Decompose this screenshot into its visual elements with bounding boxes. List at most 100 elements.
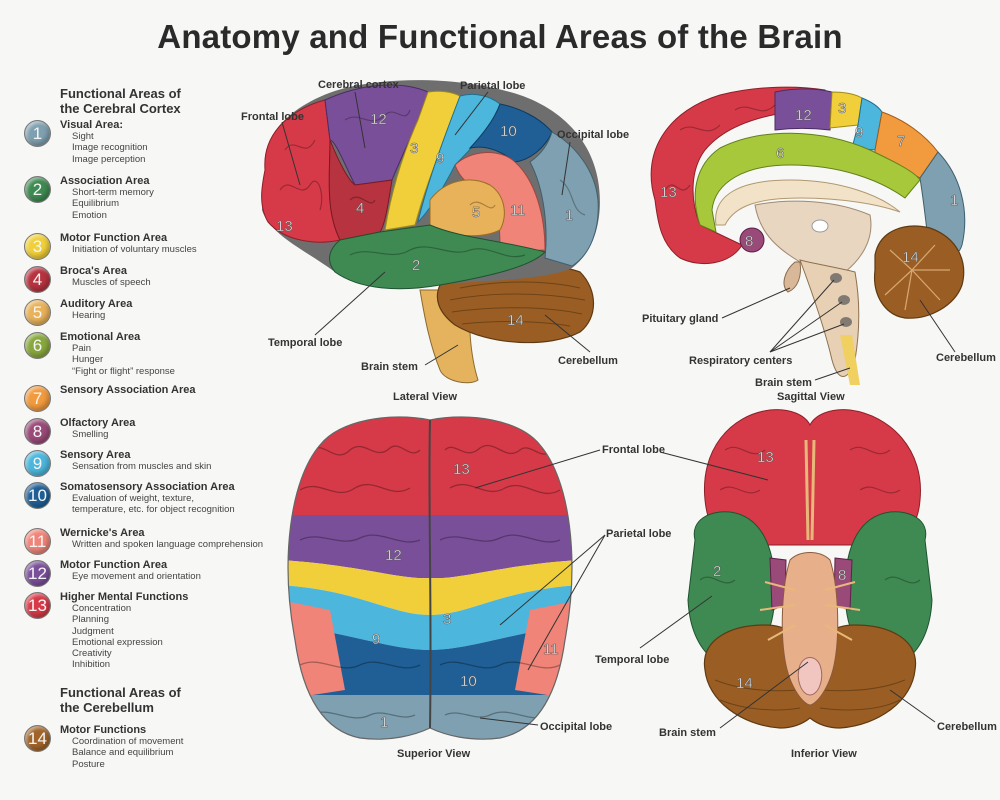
lateral-label-cerebellum: Cerebellum (558, 355, 618, 367)
sagittal-num-3: 3 (838, 100, 846, 117)
inferior-brain-stem (781, 552, 839, 706)
lateral-label-parietal-lobe: Parietal lobe (460, 80, 525, 92)
superior-num-3: 3 (443, 611, 451, 628)
cerebellum-legend-heading: Functional Areas of the Cerebellum (60, 685, 181, 715)
superior-label-frontal-lobe: Frontal lobe (602, 444, 665, 456)
legend-item-description: Sight (72, 131, 94, 142)
superior-num-10: 10 (460, 673, 477, 690)
lateral-num-4: 4 (356, 200, 364, 217)
legend-item-description: “Fight or flight” response (72, 365, 175, 377)
inferior-num-13: 13 (757, 449, 774, 466)
legend-item-description: Creativity (72, 648, 112, 660)
superior-view: 13 12 3 9 10 11 1 Frontal lobe Parietal … (287, 416, 671, 760)
legend-item-description: Concentration (72, 603, 132, 614)
sagittal-area-12 (774, 88, 833, 131)
sagittal-cerebellum (873, 225, 965, 319)
inferior-num-8: 8 (838, 567, 846, 584)
legend-number-badge: 5 (24, 299, 51, 326)
sagittal-label-pituitary-gland: Pituitary gland (642, 313, 718, 325)
lateral-num-9: 9 (436, 150, 444, 167)
legend-item-description: Sensation from muscles and skin (72, 461, 212, 472)
lateral-label-temporal-lobe: Temporal lobe (268, 337, 342, 349)
lateral-label-occipital-lobe: Occipital lobe (557, 129, 629, 141)
legend-item-description: Pain (72, 343, 92, 354)
legend-item-description: Hearing (72, 310, 106, 321)
lateral-num-1: 1 (565, 207, 573, 224)
sagittal-label-cerebellum: Cerebellum (936, 352, 996, 364)
sagittal-view-caption: Sagittal View (777, 391, 845, 403)
legend-item-description: Short-term memory (72, 187, 154, 198)
lateral-num-5: 5 (472, 204, 480, 221)
legend-item-description: Planning (72, 614, 109, 626)
lateral-area-4 (328, 139, 393, 241)
legend-number-badge: 11 (24, 528, 51, 555)
superior-num-12: 12 (385, 547, 402, 564)
inferior-view: 13 2 8 14 Temporal lobe Brain stem Cereb… (595, 409, 997, 760)
legend-number-badge: 4 (24, 266, 51, 293)
legend-number-badge: 2 (24, 176, 51, 203)
lateral-num-11: 11 (510, 202, 526, 219)
superior-num-1: 1 (380, 714, 388, 731)
legend-item-description: Balance and equilibrium (72, 747, 174, 759)
legend-item-name: Emotional Area (60, 331, 141, 343)
sagittal-area-6 (694, 132, 921, 233)
legend-item-name: Broca's Area (60, 265, 128, 277)
legend-item-description: Emotional expression (72, 636, 163, 648)
sagittal-label-brain-stem: Brain stem (755, 377, 812, 389)
legend-item-name: Olfactory Area (60, 417, 136, 429)
lateral-num-10: 10 (500, 123, 517, 140)
legend-item-description: Initiation of voluntary muscles (72, 244, 197, 255)
legend-item-name: Visual Area: (60, 119, 123, 131)
legend-number-badge: 1 (24, 120, 51, 147)
legend-item-name: Higher Mental Functions (60, 591, 189, 603)
lateral-label-frontal-lobe: Frontal lobe (241, 111, 304, 123)
lateral-view-caption: Lateral View (393, 391, 457, 403)
superior-view-caption: Superior View (397, 748, 471, 760)
legend-number-badge: 3 (24, 233, 51, 260)
legend-item-description: Emotion (72, 209, 107, 221)
superior-num-11: 11 (543, 641, 559, 658)
sagittal-num-9: 9 (855, 124, 863, 141)
legend-item-name: Sensory Area (60, 449, 131, 461)
superior-num-13: 13 (453, 461, 470, 478)
legend-item-description: Image perception (72, 153, 146, 165)
legend-item-description: Muscles of speech (72, 277, 151, 288)
legend-number-badge: 8 (24, 418, 51, 445)
legend-number-badge: 6 (24, 332, 51, 359)
page-title: Anatomy and Functional Areas of the Brai… (157, 18, 843, 55)
lateral-area-1 (529, 131, 599, 267)
legend-item-name: Association Area (60, 175, 150, 187)
sagittal-num-12: 12 (795, 107, 812, 124)
legend-item-description: Image recognition (72, 142, 148, 154)
legend-item-name: Motor Function Area (60, 559, 168, 571)
lateral-label-brain-stem: Brain stem (361, 361, 418, 373)
sagittal-view: 12 3 9 7 6 13 8 1 14 Pituitary gland Res… (642, 86, 996, 403)
inferior-label-temporal-lobe: Temporal lobe (595, 654, 669, 666)
legend-item-name: Auditory Area (60, 298, 133, 310)
legend-number-badge: 12 (24, 560, 51, 587)
legend-item-description: Eye movement and orientation (72, 571, 201, 582)
legend-item-name: Motor Function Area (60, 232, 168, 244)
sagittal-num-6: 6 (776, 145, 784, 162)
superior-label-parietal-lobe: Parietal lobe (606, 528, 671, 540)
inferior-num-14: 14 (736, 675, 753, 692)
legend-number-badge: 14 (24, 725, 51, 752)
lateral-num-12: 12 (370, 111, 387, 128)
lateral-num-14: 14 (507, 312, 524, 329)
lateral-view: 12 3 9 10 4 13 5 11 1 2 14 Cerebral cort… (241, 79, 629, 403)
sagittal-num-8: 8 (745, 233, 753, 250)
legend-number-badge: 10 (24, 482, 51, 509)
sagittal-area-8 (739, 227, 765, 253)
legend-item-description: Smelling (72, 429, 109, 440)
legend-number-badge: 13 (24, 592, 51, 619)
sagittal-label-respiratory-centers: Respiratory centers (689, 355, 792, 367)
lateral-num-2: 2 (412, 257, 420, 274)
superior-label-occipital-lobe: Occipital lobe (540, 721, 612, 733)
sagittal-num-1: 1 (950, 192, 958, 209)
legend-item-description: Posture (72, 758, 105, 770)
lateral-area-9 (417, 93, 501, 224)
legend-item-description: Hunger (72, 354, 104, 366)
legend-number-badge: 7 (24, 385, 51, 412)
legend-item-name: Motor Functions (60, 724, 147, 736)
